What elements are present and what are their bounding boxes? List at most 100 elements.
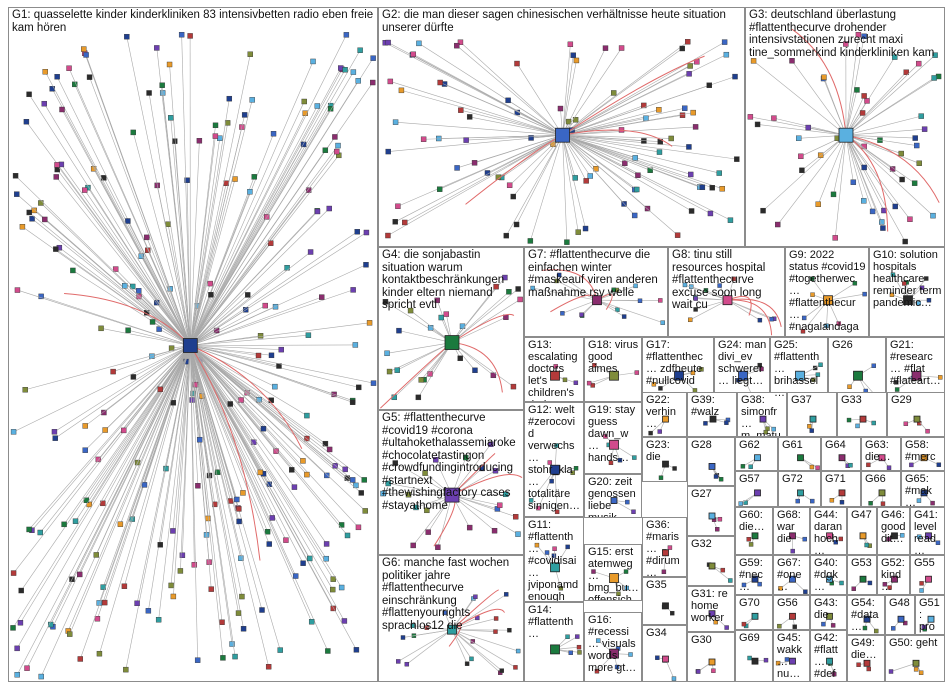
group-g38: G38: simonfr… m_matu… <box>737 392 787 437</box>
group-label-g26: G26 <box>832 339 853 351</box>
group-g10: G10: solution hospitals healthcare remin… <box>869 247 945 337</box>
group-graph-g53 <box>851 575 873 591</box>
group-graph-g23 <box>658 460 677 480</box>
group-graph-g9 <box>800 276 867 334</box>
group-g20: G20: zeit genossen liebe musik mehr… <box>584 474 642 518</box>
group-label-g37: G37 <box>791 394 812 406</box>
group-label-g62: G62 <box>739 439 760 451</box>
group-label-g40: G40: #dgk… fanta… <box>814 557 838 594</box>
group-g55: G55 <box>910 555 945 595</box>
group-graph-g22 <box>648 415 669 436</box>
group-graph-g64 <box>838 454 853 468</box>
group-label-g10: G10: solution hospitals healthcare remin… <box>873 249 942 309</box>
group-label-g28: G28 <box>691 439 712 451</box>
group-graph-g8 <box>682 276 782 336</box>
group-graph-g5 <box>380 441 523 550</box>
group-graph-g45 <box>775 657 796 666</box>
group-label-g47: G47 <box>851 509 872 521</box>
group-g45: G45: wakk… nu… <box>773 630 810 682</box>
group-label-g13: G13: escalating doctors let's children's… <box>528 339 578 401</box>
group-g27: G27 <box>687 486 735 536</box>
group-graph-g52 <box>882 575 898 590</box>
group-graph-g54 <box>862 615 879 634</box>
group-g54: G54: #data… <box>847 595 885 635</box>
group-g14: G14: #flattenth… <box>524 602 584 682</box>
group-label-g23: G23: die <box>646 439 670 463</box>
group-label-g22: G22: verhin… <box>646 394 676 430</box>
group-graph-g48 <box>891 615 908 631</box>
group-label-g8: G8: tinu still resources hospital #flatt… <box>672 249 766 311</box>
group-label-g50: G50: geht <box>889 637 938 649</box>
group-graph-g33 <box>846 415 876 429</box>
group-graph-g31 <box>708 610 729 630</box>
group-graph-g29 <box>903 415 930 434</box>
group-g13: G13: escalating doctors let's children's… <box>524 337 584 402</box>
group-label-g24: G24: man divi_ev schwerer… liegt… <box>718 339 767 387</box>
group-label-g55: G55 <box>914 557 935 569</box>
group-g33: G33 <box>837 392 887 437</box>
group-graph-g17 <box>651 367 704 393</box>
group-label-g33: G33 <box>841 394 862 406</box>
group-label-g17: G17: #flattenthec… zdfheute #nullcovid <box>646 339 703 387</box>
group-graph-g41 <box>916 532 941 545</box>
group-g6: G6: manche fast wochen politiker jahre #… <box>378 555 524 682</box>
group-graph-g63 <box>866 454 892 470</box>
group-g67: G67: #one… #cor… <box>773 555 810 595</box>
group-g56: G56 <box>773 595 810 630</box>
group-graph-g51 <box>921 615 935 632</box>
group-g44: G44: daran hoch… <box>810 507 847 555</box>
group-g21: G21: #researc… #flat #flateart… <box>886 337 945 402</box>
group-label-g41: G41: level read… <box>914 509 938 555</box>
group-label-g49: G49: die… <box>851 637 877 661</box>
group-g51: G51: pro… #st… <box>915 595 945 635</box>
group-g37: G37 <box>787 392 837 437</box>
group-label-g52: G52: kind… inte… <box>881 557 905 594</box>
group-g57: G57 <box>735 471 778 507</box>
group-g72: G72 <box>778 471 821 507</box>
group-g30: G30 <box>687 632 735 682</box>
group-g48: G48 <box>885 595 915 635</box>
group-g19: G19: stay guess dawn_w… hands… <box>584 402 642 474</box>
group-g28: G28 <box>687 437 735 486</box>
group-graph-g3 <box>747 28 942 245</box>
group-g69: G69 <box>735 630 773 682</box>
group-label-g27: G27 <box>691 488 712 500</box>
group-label-g21: G21: #researc… #flat #flateart… <box>890 339 941 387</box>
group-graph-g42 <box>826 657 837 677</box>
group-graph-g65 <box>916 489 935 506</box>
group-g70: G70 <box>735 595 773 630</box>
group-g43: G43: die <box>810 595 847 630</box>
group-graph-g44 <box>826 532 844 545</box>
group-g35: G35 <box>642 577 687 625</box>
group-graph-g37 <box>807 415 817 433</box>
group-label-g71: G71 <box>825 473 846 485</box>
group-g49: G49: die… <box>847 635 885 682</box>
group-graph-g38 <box>759 415 776 435</box>
group-label-g3: G3: deutschland überlastung #flattenthec… <box>749 9 935 59</box>
group-g50: G50: geht <box>885 635 945 682</box>
group-graph-g27 <box>708 512 723 532</box>
group-g15: G15: erst atemweg… bmg_bu… offensich… <box>584 544 642 601</box>
group-graph-g20 <box>610 497 636 514</box>
group-g41: G41: level read… <box>910 507 945 555</box>
group-graph-g43 <box>821 612 836 628</box>
group-g1: G1: quasselette kinder kinderkliniken 83… <box>8 7 378 682</box>
group-label-g63: G63: die… <box>865 439 891 463</box>
group-label-g72: G72 <box>782 473 803 485</box>
group-g34: G34 <box>642 625 687 682</box>
group-label-g53: G53 <box>851 557 872 569</box>
group-g59: G59: #nec… #jew… <box>735 555 773 595</box>
group-g17: G17: #flattenthec… zdfheute #nullcovid <box>642 337 714 402</box>
group-label-g7: G7: #flattenthecurve die einfachen winte… <box>528 249 658 299</box>
group-label-g34: G34 <box>646 627 667 639</box>
group-label-g42: G42: #flatt… #def… <box>814 632 838 681</box>
group-graph-g34 <box>655 655 677 681</box>
group-label-g56: G56 <box>777 597 798 609</box>
group-graph-g49 <box>856 659 871 672</box>
group-graph-g39 <box>703 415 731 426</box>
group-label-g18: G18: virus good aimes <box>588 339 639 375</box>
group-g8: G8: tinu still resources hospital #flatt… <box>668 247 785 337</box>
group-graph-g68 <box>789 532 807 554</box>
group-label-g61: G61 <box>782 439 803 451</box>
group-graph-g60 <box>746 532 759 547</box>
